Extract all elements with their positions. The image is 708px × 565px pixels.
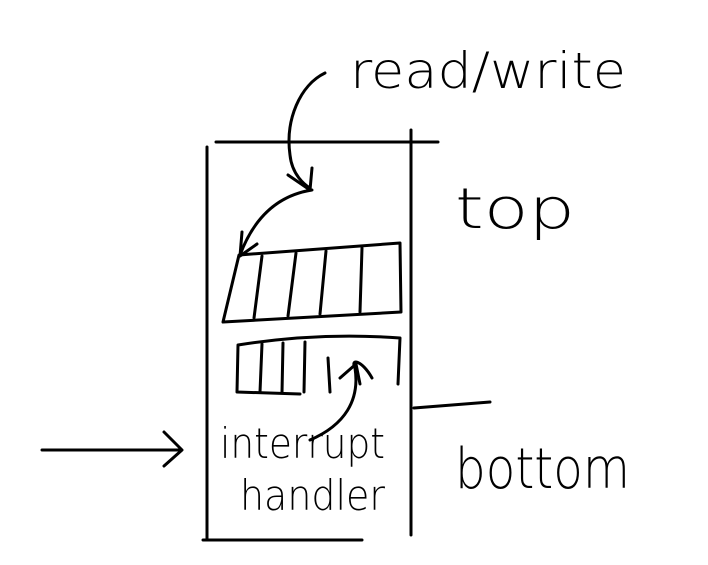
label-read-write: read/write bbox=[350, 42, 626, 100]
incoming-interrupt-arrow bbox=[40, 430, 184, 468]
read-write-arrow bbox=[238, 71, 327, 258]
interrupt-arrow bbox=[308, 360, 374, 442]
label-bottom: bottom bbox=[455, 437, 630, 502]
label-top: top bbox=[455, 177, 575, 242]
upper-buffer bbox=[221, 241, 403, 324]
lower-buffer bbox=[235, 334, 402, 396]
label-interrupt: interrupt bbox=[220, 419, 385, 468]
top-bottom-divider bbox=[412, 400, 492, 410]
label-handler: handler bbox=[240, 471, 386, 520]
